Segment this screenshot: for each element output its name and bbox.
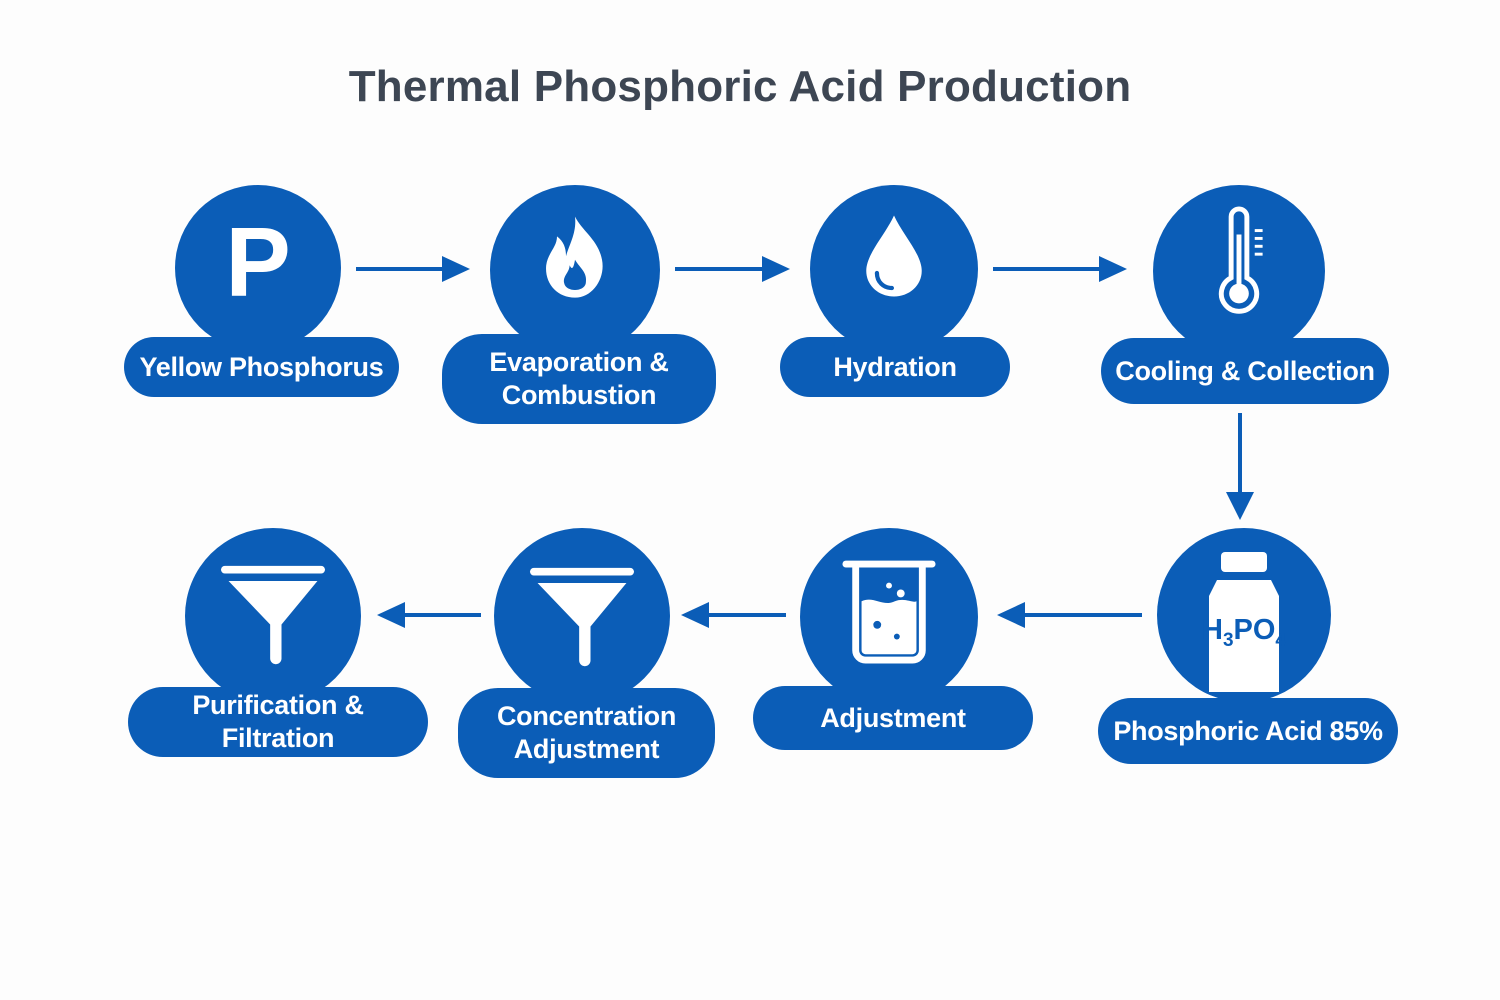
h3po4-formula: H3PO4 (1201, 614, 1286, 651)
letter-p-icon: P (225, 207, 291, 317)
step-label-evaporation: Evaporation & Combustion (442, 334, 716, 424)
step-label-concentration: Concentration Adjustment (458, 688, 715, 778)
step-label-yellow-phosphorus: Yellow Phosphorus (124, 337, 399, 397)
step-label-cooling: Cooling & Collection (1101, 338, 1389, 404)
step-circle-adjustment (800, 528, 978, 706)
arrow-left-2 (681, 602, 786, 628)
step-circle-phosphoric-acid: H3PO4 (1157, 528, 1331, 702)
arrow-right-1 (356, 256, 470, 282)
step-circle-purification (185, 528, 361, 704)
step-circle-hydration (810, 185, 978, 353)
water-drop-icon (866, 215, 922, 297)
bottle-icon (1209, 552, 1279, 692)
beaker-icon (842, 560, 936, 664)
arrow-left-3 (377, 602, 481, 628)
thermometer-icon (1218, 206, 1263, 314)
arrow-right-2 (675, 256, 790, 282)
step-label-hydration: Hydration (780, 337, 1010, 397)
flame-icon (546, 216, 603, 298)
diagram-title: Thermal Phosphoric Acid Production (348, 62, 1132, 111)
arrow-right-3 (993, 256, 1127, 282)
step-circle-concentration (494, 528, 670, 704)
funnel-icon (221, 565, 326, 665)
step-circle-cooling (1153, 185, 1325, 357)
step-circle-yellow-phosphorus: P (175, 185, 341, 351)
step-label-purification: Purification & Filtration (128, 687, 428, 757)
step-label-adjustment: Adjustment (753, 686, 1033, 750)
arrow-left-1 (997, 602, 1142, 628)
funnel-icon (530, 567, 634, 667)
step-label-phosphoric-acid: Phosphoric Acid 85% (1098, 698, 1398, 764)
arrow-down (1226, 413, 1254, 520)
step-circle-evaporation (490, 185, 660, 355)
